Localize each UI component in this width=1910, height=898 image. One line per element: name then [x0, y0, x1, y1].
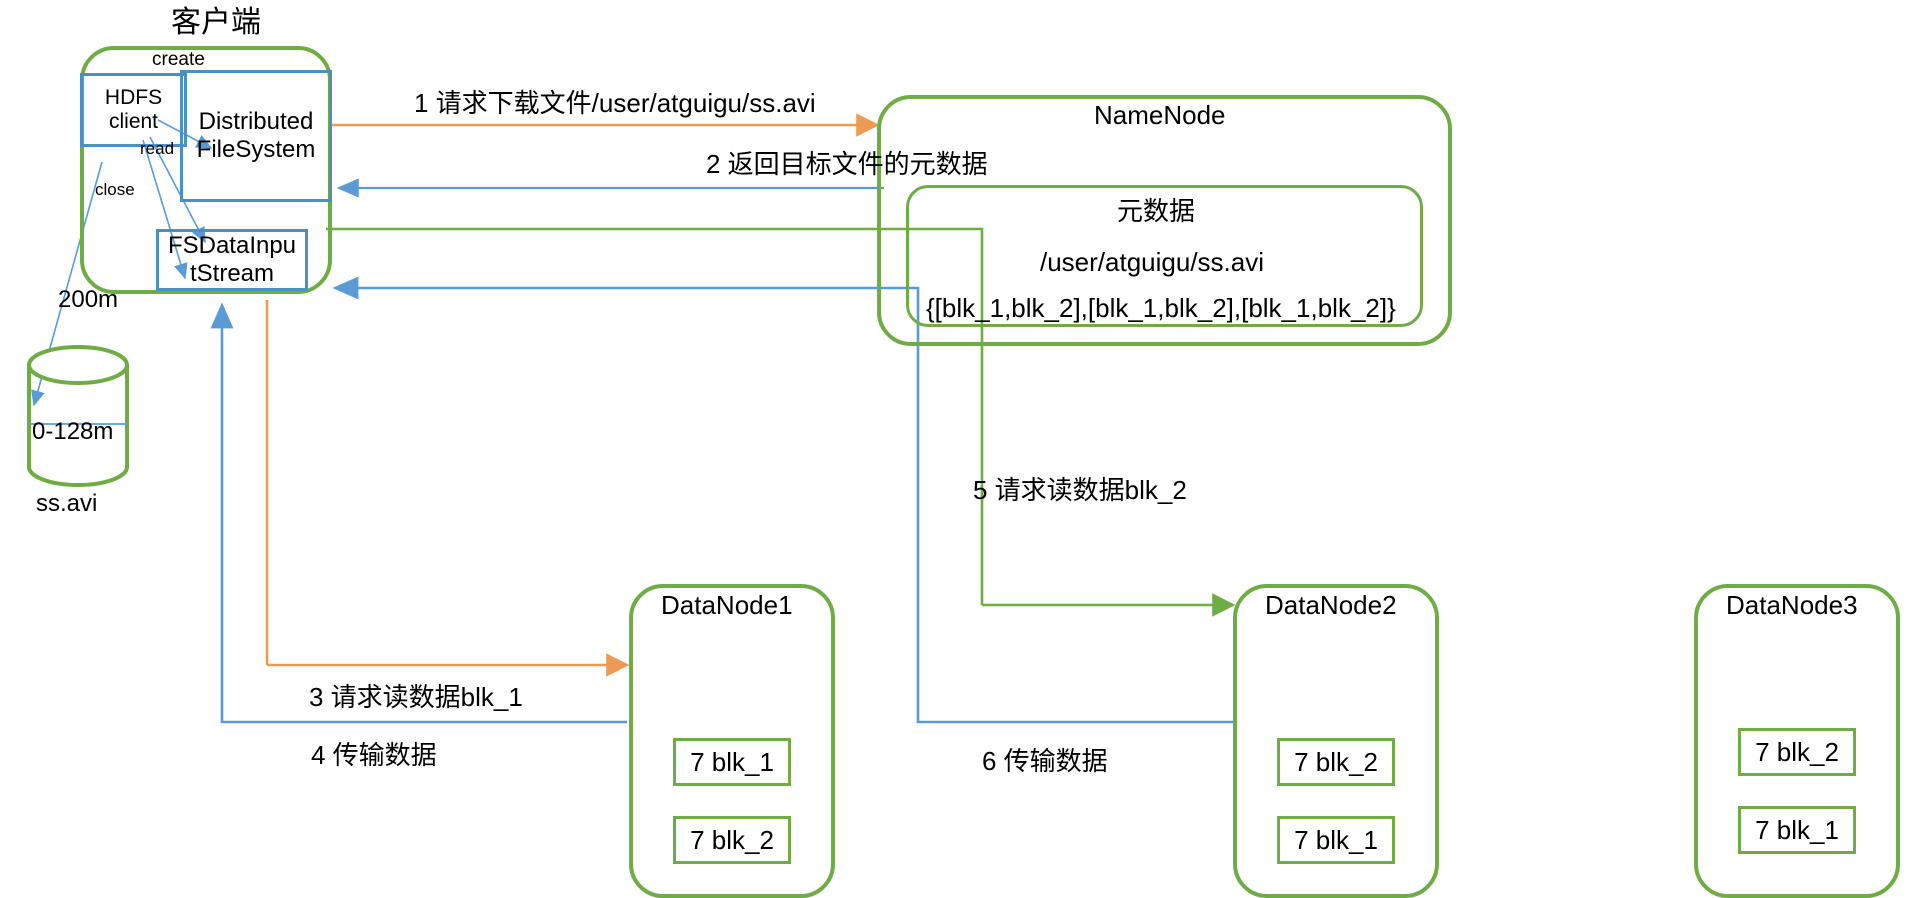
- block-label: 7 blk_1: [1294, 824, 1378, 855]
- namenode-title: NameNode: [1094, 100, 1226, 130]
- fsdatainputstream-box: FSDataInpu tStream: [156, 229, 308, 291]
- arrow-close: [142, 139, 188, 280]
- datanode-2-container: [1233, 584, 1439, 898]
- step-6-label: 6 传输数据: [982, 746, 1108, 776]
- file-block-range-label: 0-128m: [32, 418, 114, 445]
- namenode-container: [877, 95, 1452, 346]
- op-create-label: create: [152, 49, 205, 70]
- hdfs-client-label-1: HDFS: [104, 86, 163, 109]
- file-name-label: ss.avi: [36, 490, 98, 517]
- block-label: 7 blk_2: [690, 824, 774, 855]
- hdfs-client-box: HDFS client: [80, 73, 187, 147]
- arrow-step-4: [210, 302, 627, 724]
- block-label: 7 blk_1: [690, 746, 774, 777]
- namenode-metadata-box: [906, 185, 1423, 327]
- arrow-step-3: [265, 300, 630, 677]
- step-5-label: 5 请求读数据blk_2: [973, 475, 1187, 505]
- distributed-fs-label-1: Distributed: [198, 108, 314, 135]
- file-size-label: 200m: [58, 286, 119, 313]
- datanode-1-title: DataNode1: [661, 590, 793, 620]
- metadata-blocks: {[blk_1,blk_2],[blk_1,blk_2],[blk_1,blk_…: [926, 293, 1396, 323]
- client-title: 客户端: [171, 6, 261, 39]
- datanode-3-block-0: 7 blk_2: [1738, 728, 1856, 776]
- arrow-step-5: [326, 227, 1236, 617]
- fsdis-label-1: FSDataInpu: [167, 232, 297, 259]
- datanode-2-block-1: 7 blk_1: [1277, 816, 1395, 864]
- block-label: 7 blk_1: [1755, 814, 1839, 845]
- datanode-1-block-0: 7 blk_1: [673, 738, 791, 786]
- datanode-3-block-1: 7 blk_1: [1738, 806, 1856, 854]
- arrow-step-6: [332, 276, 1233, 724]
- op-read-label: read: [140, 139, 175, 158]
- metadata-path: /user/atguigu/ss.avi: [1040, 247, 1265, 277]
- distributed-filesystem-box: Distributed FileSystem: [180, 70, 332, 202]
- step-2-label: 2 返回目标文件的元数据: [706, 149, 988, 179]
- step-1-label: 1 请求下载文件/user/atguigu/ss.avi: [414, 88, 816, 118]
- datanode-2-block-0: 7 blk_2: [1277, 738, 1395, 786]
- datanode-1-container: [629, 584, 835, 898]
- fsdis-label-2: tStream: [189, 260, 275, 287]
- datanode-3-container: [1694, 584, 1900, 898]
- step-4-label: 4 传输数据: [311, 740, 437, 770]
- block-label: 7 blk_2: [1294, 746, 1378, 777]
- arrow-read: [149, 136, 206, 244]
- block-label: 7 blk_2: [1755, 736, 1839, 767]
- datanode-2-title: DataNode2: [1265, 590, 1397, 620]
- metadata-title: 元数据: [1117, 196, 1196, 226]
- datanode-3-title: DataNode3: [1726, 590, 1858, 620]
- step-3-label: 3 请求读数据blk_1: [309, 682, 523, 712]
- op-close-label: close: [95, 180, 135, 199]
- distributed-fs-label-2: FileSystem: [196, 136, 316, 163]
- file-cylinder-icon: [27, 345, 129, 487]
- hdfs-client-label-2: client: [108, 110, 159, 133]
- datanode-1-block-1: 7 blk_2: [673, 816, 791, 864]
